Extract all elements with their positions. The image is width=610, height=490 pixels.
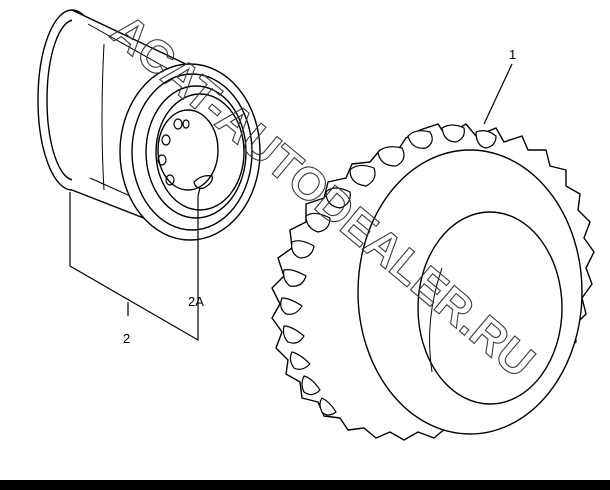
tire-bead-opening <box>417 211 563 405</box>
wheel-rim <box>37 9 261 241</box>
callout-2: 2 <box>123 331 130 346</box>
tire-tread-lugs <box>280 124 497 416</box>
leader-lines <box>69 63 513 342</box>
callout-2a: 2A <box>188 294 204 309</box>
leader-line-2-bracket <box>69 192 199 342</box>
rim-hole-2a <box>193 174 213 190</box>
callout-1: 1 <box>509 47 516 62</box>
bottom-bar <box>0 480 610 490</box>
rim-stud-holes <box>157 118 190 186</box>
rim-center-disc <box>155 93 245 211</box>
tire <box>271 123 595 441</box>
leader-line-1 <box>483 63 513 125</box>
leader-line-2a <box>197 187 201 197</box>
